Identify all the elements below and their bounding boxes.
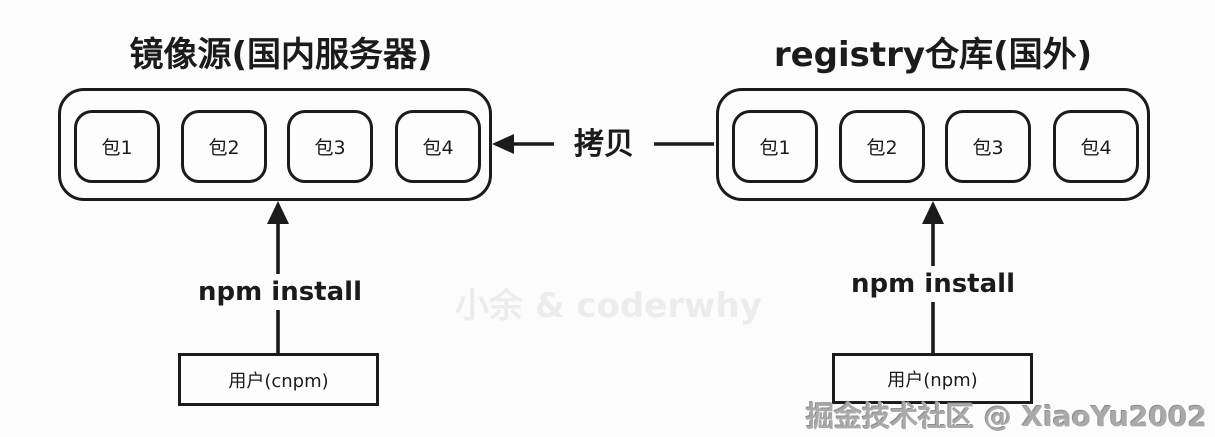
mirror-package-2: 包2 (181, 110, 267, 183)
registry-package-2: 包2 (839, 110, 925, 183)
registry-container: 包1 包2 包3 包4 (716, 88, 1150, 201)
center-watermark: 小余 & coderwhy (455, 286, 762, 326)
mirror-package-3: 包3 (287, 110, 373, 183)
registry-package-3: 包3 (945, 110, 1031, 183)
mirror-source-title: 镜像源(国内服务器) (129, 35, 433, 75)
registry-title: registry仓库(国外) (773, 35, 1093, 75)
mirror-source-container: 包1 包2 包3 包4 (58, 88, 492, 201)
registry-package-1: 包1 (732, 110, 818, 183)
copy-arrow-label: 拷贝 (554, 127, 654, 163)
registry-package-4: 包4 (1053, 110, 1139, 183)
left-install-label: npm install (180, 274, 380, 310)
npm-user-box: 用户(npm) (832, 353, 1033, 404)
cnpm-user-box: 用户(cnpm) (178, 353, 379, 406)
right-install-label: npm install (833, 266, 1033, 302)
mirror-package-1: 包1 (74, 110, 160, 183)
mirror-package-4: 包4 (395, 110, 481, 183)
